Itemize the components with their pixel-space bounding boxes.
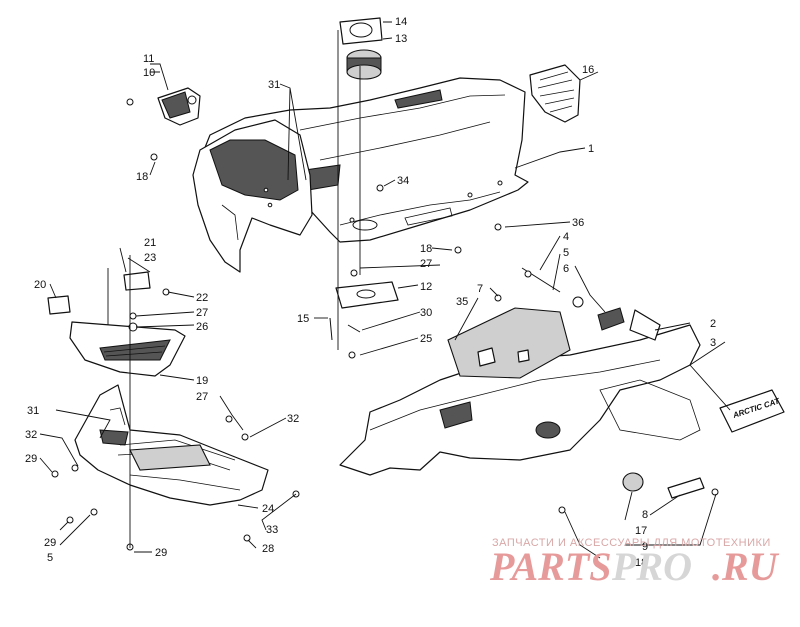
callout-23: 23: [144, 252, 156, 264]
gauge-boot: [346, 49, 382, 80]
callout-31-lower: 31: [27, 405, 39, 417]
callout-20: 20: [34, 279, 46, 291]
watermark-tagline: ЗАПЧАСТИ И АКСЕССУАРЫ ДЛЯ МОТОТЕХНИКИ: [492, 537, 771, 549]
callout-numbers: 14 13 11 10 31 16 1 18 34 36 18 27 4 5 6…: [25, 16, 716, 569]
callout-29-bottom: 29: [155, 547, 167, 559]
callout-32-left: 32: [25, 429, 37, 441]
callout-17: 17: [635, 525, 647, 537]
console-left-shroud: [192, 119, 313, 273]
callout-1: 1: [588, 143, 594, 155]
callout-28: 28: [262, 543, 274, 555]
watermark-logo-mid: PRO: [611, 544, 692, 589]
callout-16: 16: [582, 64, 594, 76]
belly-pan: [339, 309, 701, 476]
callout-22: 22: [196, 292, 208, 304]
callout-6: 6: [563, 263, 569, 275]
callout-19: 19: [196, 375, 208, 387]
callout-27-lower: 27: [196, 391, 208, 403]
callout-29-bottom-left: 29: [44, 537, 56, 549]
callout-18-bottom: 18: [635, 557, 647, 569]
callout-32-right: 32: [287, 413, 299, 425]
callout-2: 2: [710, 318, 716, 330]
callout-30: 30: [420, 307, 432, 319]
callout-26: 26: [196, 321, 208, 333]
callout-7: 7: [477, 283, 483, 295]
left-side-pan: [74, 384, 269, 506]
brand-plate: ARCTIC CAT: [719, 389, 785, 433]
callout-18-center: 18: [420, 243, 432, 255]
watermark: ЗАПЧАСТИ И АКСЕССУАРЫ ДЛЯ МОТОТЕХНИКИ PA…: [489, 537, 780, 589]
callout-10: 10: [143, 67, 155, 79]
callout-34: 34: [397, 175, 409, 187]
callout-4: 4: [563, 231, 569, 243]
switch-housing: [157, 87, 201, 126]
callout-21: 21: [144, 237, 156, 249]
callout-29-left: 29: [25, 453, 37, 465]
fasteners: [51, 98, 719, 551]
leader-lines: [39, 21, 731, 559]
callout-12: 12: [420, 281, 432, 293]
callout-18-left: 18: [136, 171, 148, 183]
callout-5-left: 5: [47, 552, 53, 564]
callout-9: 9: [642, 541, 648, 553]
gauge-mount-plate: [339, 17, 383, 45]
round-plug: [622, 472, 644, 492]
vent-grille: [529, 64, 581, 123]
callout-36: 36: [572, 217, 584, 229]
callout-3: 3: [710, 337, 716, 349]
upper-console-panel: [199, 77, 529, 243]
callout-24: 24: [262, 503, 274, 515]
callout-8: 8: [642, 509, 648, 521]
callout-25: 25: [420, 333, 432, 345]
callout-13: 13: [395, 33, 407, 45]
watermark-logo-left: PARTS: [489, 544, 612, 589]
callout-5-right: 5: [563, 247, 569, 259]
callout-14: 14: [395, 16, 407, 28]
trim-strip: [667, 477, 705, 499]
callout-33: 33: [266, 524, 278, 536]
callout-15: 15: [297, 313, 309, 325]
callout-27-center: 27: [420, 258, 432, 270]
watermark-logo-right: .RU: [712, 544, 780, 589]
callout-27-step: 27: [196, 307, 208, 319]
callout-11: 11: [143, 53, 154, 65]
insulation-pad: [447, 307, 571, 379]
callout-35: 35: [456, 296, 468, 308]
step-bracket: [47, 271, 186, 377]
callout-31-top: 31: [268, 79, 280, 91]
